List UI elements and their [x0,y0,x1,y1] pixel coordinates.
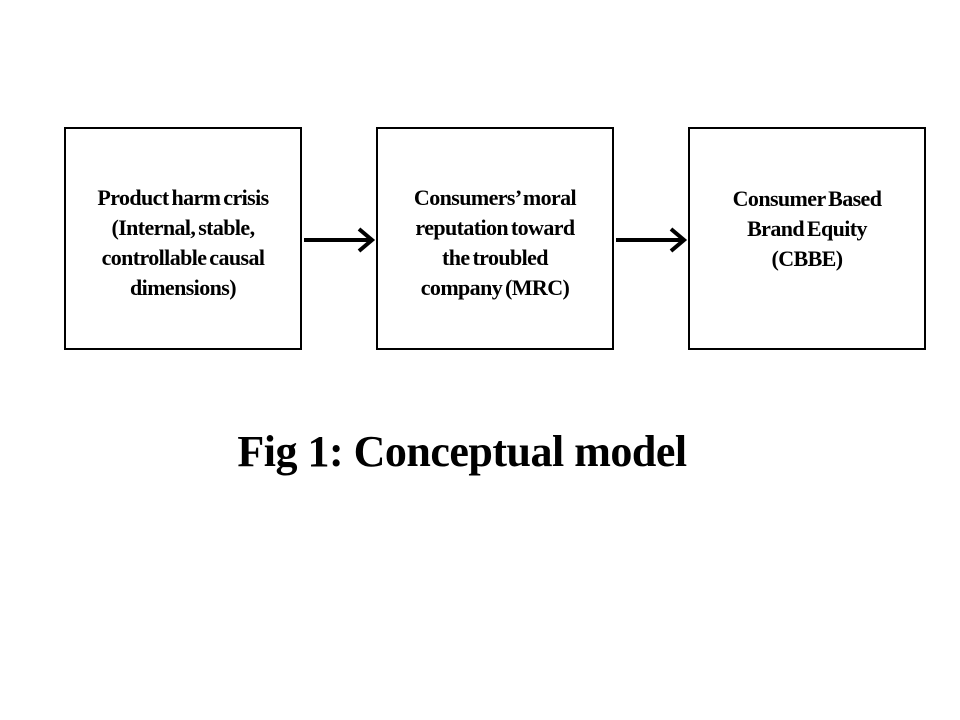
arrow-head [357,227,376,253]
node-product-harm-crisis: Product harm crisis (Internal, stable, c… [64,127,302,350]
arrow-mrc-to-cbbe [616,227,688,253]
node-line: controllable causal [101,244,265,270]
node-line: Product harm crisis [97,184,269,210]
node-line: dimensions) [130,274,236,300]
node-line: Consumer Based [732,185,882,211]
node-cbbe: Consumer Based Brand Equity (CBBE) [688,127,926,350]
node-label-cbbe: Consumer Based Brand Equity (CBBE) [725,184,890,274]
node-line: (CBBE) [771,245,844,271]
node-line: Brand Equity [747,215,867,241]
node-label-moral-reputation: Consumers’ moral reputation toward the t… [406,183,584,303]
node-line: the troubled [442,244,549,270]
node-moral-reputation: Consumers’ moral reputation toward the t… [376,127,614,350]
node-line: Consumers’ moral [413,184,577,210]
arrow-head [669,227,688,253]
figure-caption: Fig 1: Conceptual model [237,427,687,476]
node-line: (Internal, stable, [111,214,255,240]
node-line: company (MRC) [420,274,570,300]
arrow-crisis-to-mrc [304,227,376,253]
node-line: reputation toward [415,214,575,240]
node-label-product-harm-crisis: Product harm crisis (Internal, stable, c… [89,183,276,303]
